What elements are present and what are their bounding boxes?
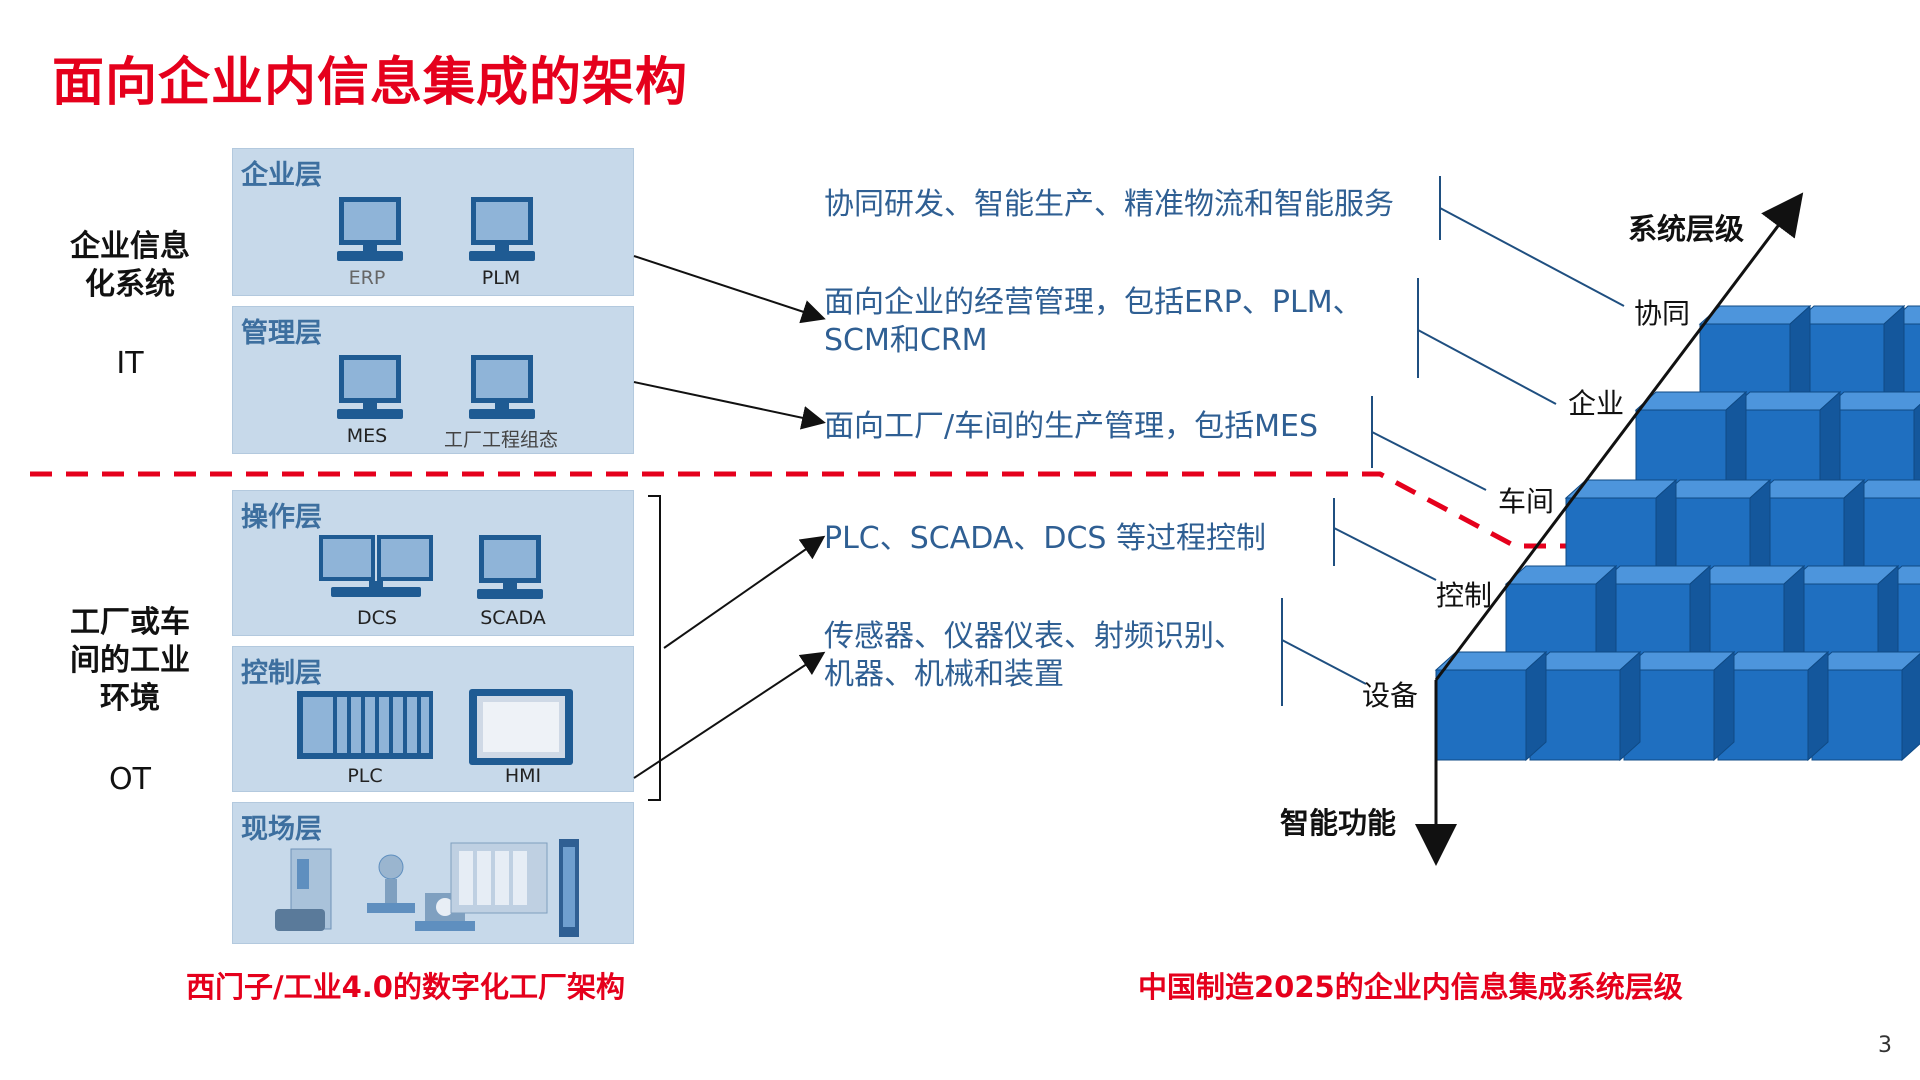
device-label-dcs: DCS xyxy=(357,607,397,629)
arrow-enterprise-to-desc xyxy=(633,255,826,324)
computer-icon xyxy=(469,355,535,419)
dual-monitor-icon xyxy=(319,535,433,597)
computer-icon xyxy=(337,197,403,261)
computer-icon xyxy=(469,197,535,261)
arrow-management-to-desc xyxy=(633,381,826,430)
device-label-erp: ERP xyxy=(348,267,386,289)
caption-siemens: 西门子/工业4.0的数字化工厂架构 xyxy=(186,970,625,1004)
layer-field: 现场层 xyxy=(232,802,634,944)
layer-title: 操作层 xyxy=(241,502,322,533)
plc-icon xyxy=(297,691,433,759)
layer-operation: 操作层 DCS SCADA xyxy=(232,490,634,636)
desc-collaboration: 协同研发、智能生产、精准物流和智能服务 xyxy=(824,187,1394,222)
layer-control: 控制层 PLC HMI xyxy=(232,646,634,792)
desc-device-line1: 传感器、仪器仪表、射频识别、 xyxy=(824,619,1244,654)
group-label-it: 企业信息化系统 xyxy=(60,228,200,304)
leader-line-device-diag xyxy=(1281,639,1367,685)
group-label-it-text: 企业信息化系统 xyxy=(70,229,190,302)
layer-title: 控制层 xyxy=(241,658,322,689)
level-label-enterprise: 企业 xyxy=(1568,387,1625,420)
layer-management: 管理层 MES 工厂工程组态 xyxy=(232,306,634,454)
leader-line-control-diag xyxy=(1333,527,1437,581)
group-abbr-ot: OT xyxy=(109,762,151,797)
device-label-factory-config: 工厂工程组态 xyxy=(443,429,558,451)
leader-line-workshop-diag xyxy=(1371,431,1487,491)
layer-enterprise: 企业层 ERP PLM xyxy=(232,148,634,296)
desc-control: PLC、SCADA、DCS 等过程控制 xyxy=(824,521,1266,556)
computer-icon xyxy=(477,535,543,599)
desc-enterprise-line1: 面向企业的经营管理，包括ERP、PLM、 xyxy=(824,285,1363,320)
layer-title: 企业层 xyxy=(241,160,322,191)
layer-title: 现场层 xyxy=(241,814,322,845)
computer-icon xyxy=(337,355,403,419)
ot-group-bracket xyxy=(648,495,661,801)
level-label-control: 控制 xyxy=(1436,579,1493,612)
group-label-ot-text: 工厂或车间的工业环境 xyxy=(70,605,190,716)
axis-title-intelligent-function: 智能功能 xyxy=(1280,806,1397,840)
level-label-collab: 协同 xyxy=(1634,297,1691,330)
caption-made-in-china: 中国制造2025的企业内信息集成系统层级 xyxy=(1138,970,1683,1004)
page-title: 面向企业内信息集成的架构 xyxy=(52,53,689,113)
arrow-operation-to-desc xyxy=(663,535,826,649)
desc-workshop: 面向工厂/车间的生产管理，包括MES xyxy=(824,409,1318,444)
level-label-workshop: 车间 xyxy=(1498,485,1555,518)
layer-title: 管理层 xyxy=(241,318,322,349)
desc-enterprise-line2: SCM和CRM xyxy=(824,323,988,358)
desc-device-line2: 机器、机械和装置 xyxy=(824,657,1064,692)
axis-title-system-level: 系统层级 xyxy=(1628,212,1745,246)
hmi-panel-icon xyxy=(469,689,573,765)
level-label-device: 设备 xyxy=(1362,679,1419,712)
device-label-hmi: HMI xyxy=(504,765,542,787)
group-label-ot: 工厂或车间的工业环境 xyxy=(60,604,200,718)
page-number: 3 xyxy=(1878,1033,1892,1058)
device-label-scada: SCADA xyxy=(480,607,546,629)
leader-line-collab-diag xyxy=(1439,207,1625,307)
field-devices-icon xyxy=(275,839,579,937)
axis-system-level xyxy=(1434,192,1804,681)
device-label-plc: PLC xyxy=(347,765,383,787)
leader-line-enterprise-diag xyxy=(1417,329,1557,405)
group-abbr-it: IT xyxy=(116,346,144,381)
arrow-control-to-desc xyxy=(633,651,826,779)
device-label-plm: PLM xyxy=(481,267,521,289)
device-label-mes: MES xyxy=(346,425,388,447)
